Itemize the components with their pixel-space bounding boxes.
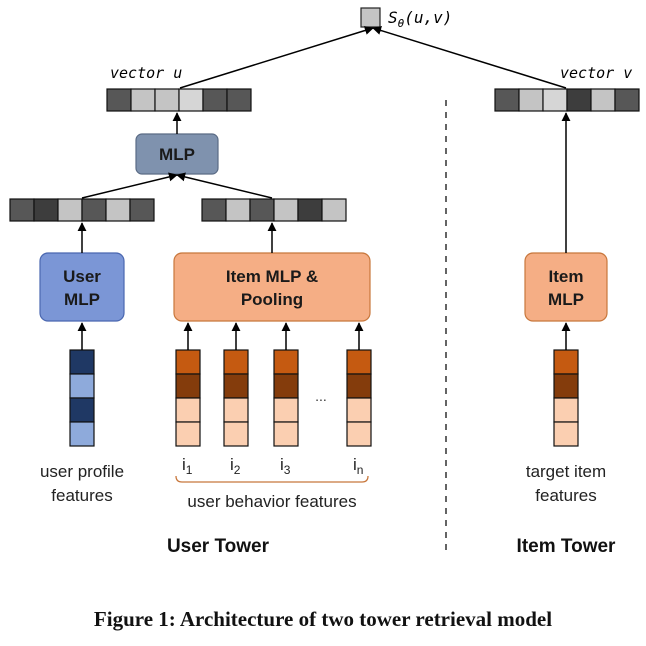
vector-behavior-embedding-cell (321, 198, 347, 222)
behavior-feature-1-cell (175, 373, 201, 399)
connector-be-to-mlp (176, 172, 273, 199)
behavior-feature-4-cell (346, 421, 372, 447)
target-item-feature-cell (553, 421, 579, 447)
vector-v-cell (590, 88, 616, 112)
user-profile-label-line2: features (51, 486, 112, 505)
vector-v-cell (518, 88, 544, 112)
vector-behavior-embedding-cell (249, 198, 275, 222)
behavior-feature-4-cell (346, 397, 372, 423)
behavior-index-labels: i1 i2 i3 in (182, 455, 363, 477)
item-mlp-line2: MLP (548, 290, 584, 309)
target-item-label-line1: target item (526, 462, 606, 481)
output-node (360, 7, 381, 28)
behavior-feature-2-cell (223, 397, 249, 423)
user-tower-title: User Tower (167, 536, 270, 557)
connector-ue-to-mlp (81, 172, 178, 199)
vector-user-embedding-cell (9, 198, 35, 222)
vector-v (494, 88, 640, 112)
vector-u-cell (154, 88, 180, 112)
user-mlp-box (39, 252, 125, 322)
behavior-index-label: i1 (182, 455, 193, 477)
vector-v-cell (494, 88, 520, 112)
behavior-feature-1-cell (175, 421, 201, 447)
connector-v-to-output (372, 26, 567, 89)
connector-u-to-output (179, 26, 374, 89)
item-mlp-pooling-line2: Pooling (241, 290, 303, 309)
behavior-feature-1-cell (175, 349, 201, 375)
behavior-feature-2-cell (223, 421, 249, 447)
mlp-label: MLP (159, 145, 195, 164)
behavior-index-label: i3 (280, 455, 291, 477)
behavior-arrows (183, 322, 364, 350)
target-item-label-line2: features (535, 486, 596, 505)
vector-behavior-embedding-cell (273, 198, 299, 222)
vector-u-cell (106, 88, 132, 112)
user-profile-label-line1: user profile (40, 462, 124, 481)
target-item-feature-cell (553, 397, 579, 423)
behavior-index-label: i2 (230, 455, 241, 477)
vector-u-cell (202, 88, 228, 112)
vector-user-embedding-cell (57, 198, 83, 222)
user-profile-feature-cell (69, 373, 95, 399)
behavior-feature-3-cell (273, 397, 299, 423)
behavior-feature-2-cell (223, 349, 249, 375)
vector-v-cell (566, 88, 592, 112)
vector-u-label: vector u (110, 64, 182, 82)
behavior-label: user behavior features (187, 492, 356, 511)
item-mlp-box (524, 252, 608, 322)
target-item-feature-cell (553, 373, 579, 399)
user-profile-feature-cell (69, 421, 95, 447)
user-profile-feature-column (69, 349, 95, 447)
vector-u-cell (178, 88, 204, 112)
target-item-feature-column (553, 349, 579, 447)
vector-behavior-embedding-cell (225, 198, 251, 222)
vector-behavior-embedding (201, 198, 347, 222)
behavior-feature-4-cell (346, 349, 372, 375)
behavior-feature-2-cell (223, 373, 249, 399)
behavior-feature-4-cell (346, 373, 372, 399)
behavior-index-label: in (353, 455, 363, 477)
vector-behavior-embedding-cell (201, 198, 227, 222)
behavior-feature-3-cell (273, 421, 299, 447)
target-item-feature-cell (553, 349, 579, 375)
item-tower-title: Item Tower (517, 536, 616, 557)
vector-u-cell (226, 88, 252, 112)
vector-user-embedding-cell (105, 198, 131, 222)
vector-user-embedding-cell (33, 198, 59, 222)
figure-caption: Figure 1: Architecture of two tower retr… (94, 607, 552, 631)
vector-v-cell (542, 88, 568, 112)
vector-behavior-embedding-cell (297, 198, 323, 222)
behavior-feature-1-cell (175, 397, 201, 423)
behavior-feature-3-cell (273, 373, 299, 399)
behavior-feature-3-cell (273, 349, 299, 375)
user-mlp-line2: MLP (64, 290, 100, 309)
behavior-feature-columns (175, 349, 372, 447)
item-mlp-pooling-line1: Item MLP & (226, 267, 318, 286)
vector-u (106, 88, 252, 112)
user-profile-feature-cell (69, 349, 95, 375)
vector-user-embedding-cell (81, 198, 107, 222)
user-profile-feature-cell (69, 397, 95, 423)
vector-v-cell (614, 88, 640, 112)
vector-v-label: vector v (560, 64, 632, 82)
item-mlp-line1: Item (549, 267, 584, 286)
vector-user-embedding-cell (129, 198, 155, 222)
behavior-bracket (175, 475, 369, 483)
output-label: Sθ(u,v) (388, 8, 452, 30)
item-mlp-pooling-box (173, 252, 371, 322)
user-mlp-line1: User (63, 267, 101, 286)
vector-user-embedding (9, 198, 155, 222)
vector-u-cell (130, 88, 156, 112)
behavior-ellipsis: ... (315, 388, 327, 404)
